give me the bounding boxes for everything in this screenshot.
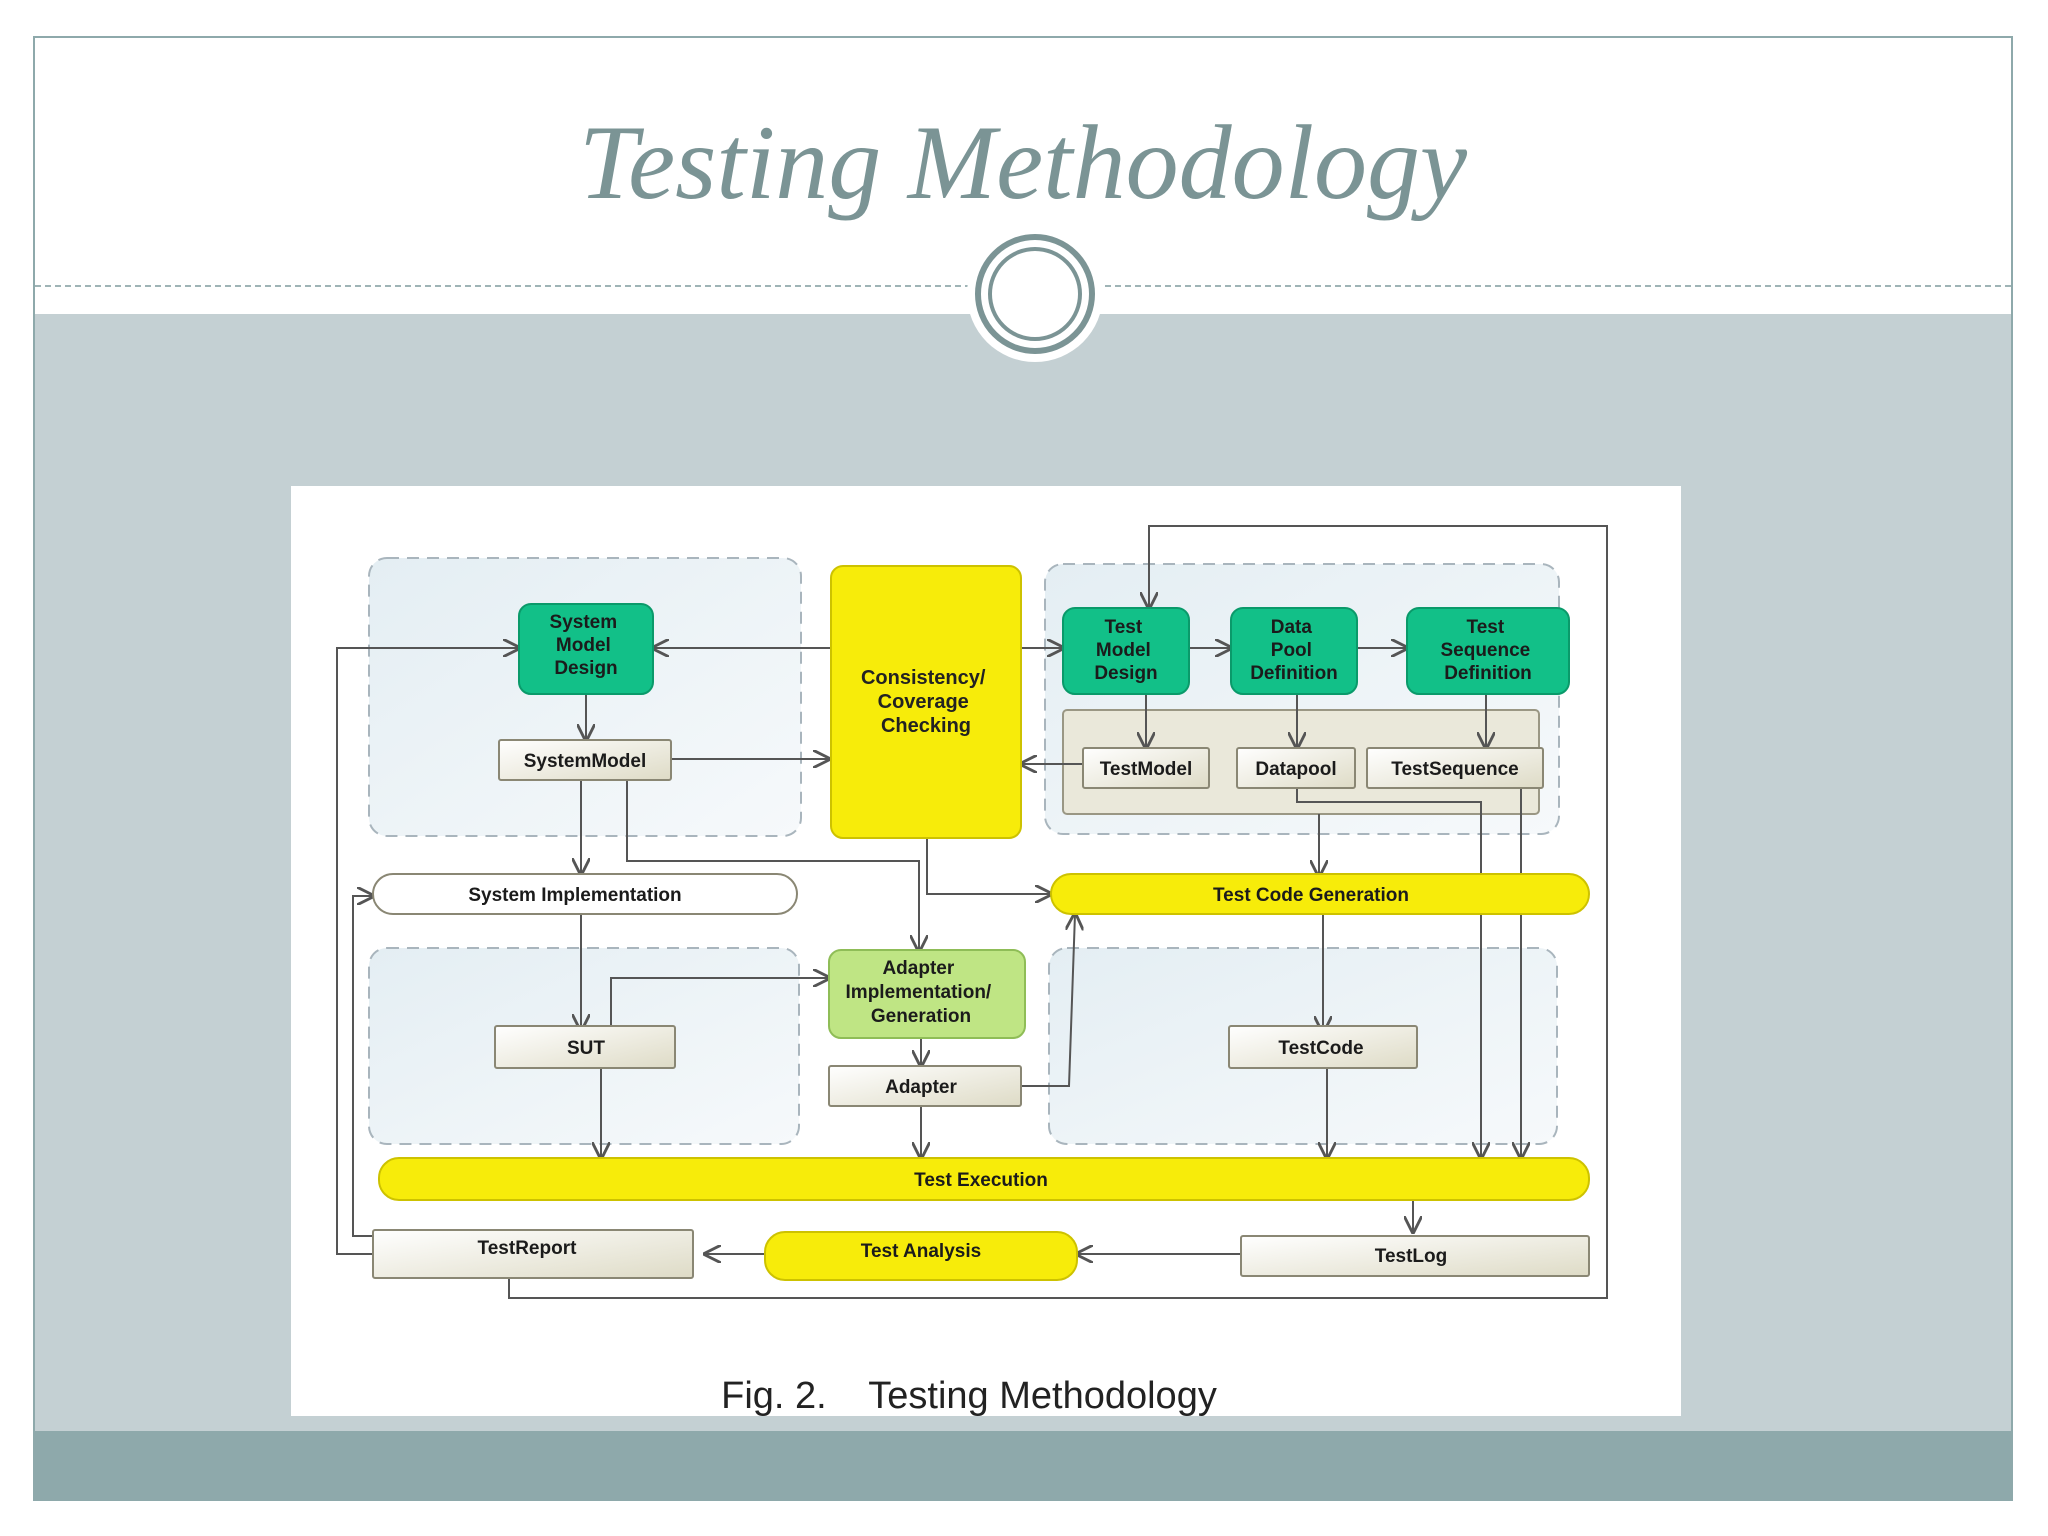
system-model-design-label: System Model Design — [550, 612, 623, 679]
edge-test-report-to-test-model-design — [508, 525, 1608, 1299]
sut-label: SUT — [567, 1038, 605, 1059]
system-implementation-box — [372, 873, 798, 915]
system-model-design-box — [518, 603, 654, 695]
test-code-generation-label: Test Code Generation — [1213, 885, 1409, 906]
data-pool-definition-box — [1230, 607, 1358, 695]
edge-test-report-to-system-implementation — [352, 896, 379, 1237]
test-model-label: TestModel — [1100, 759, 1193, 780]
test-sequence-definition-box — [1406, 607, 1570, 695]
slide-title: Testing Methodology — [578, 104, 1468, 221]
adapter-implementation-box — [828, 949, 1026, 1039]
test-analysis-label: Test Analysis — [861, 1241, 981, 1262]
system-model-artifact — [498, 739, 672, 781]
methodology-diagram: Consistency/ Coverage Checking System Mo… — [336, 525, 1608, 1417]
adapter-label: Adapter — [885, 1077, 957, 1098]
system-model-label: SystemModel — [524, 751, 646, 772]
circle-ornament-icon — [975, 234, 1095, 354]
datapool-label: Datapool — [1255, 759, 1336, 780]
sut-artifact — [494, 1025, 676, 1069]
test-code-artifact — [1228, 1025, 1418, 1069]
circle-ornament-inner — [988, 247, 1082, 341]
test-execution-box — [378, 1157, 1590, 1201]
adapter-artifact — [828, 1065, 1022, 1107]
data-pool-definition-label: Data Pool Definition — [1250, 617, 1338, 684]
edge-datapool-to-test-execution — [1296, 786, 1481, 1158]
edge-system-model-to-adapter-implementation — [626, 777, 919, 951]
edge-sut-to-adapter-implementation — [610, 978, 829, 1030]
test-model-design-box — [1062, 607, 1190, 695]
edge-test-report-to-system-model-design — [336, 648, 519, 1255]
test-sequence-label: TestSequence — [1391, 759, 1518, 780]
consistency-checking-box — [830, 565, 1022, 839]
test-code-generation-box — [1050, 873, 1590, 915]
figure-caption: Fig. 2. Testing Methodology — [721, 1375, 1217, 1416]
datapool-artifact — [1236, 747, 1356, 789]
test-analysis-box — [764, 1231, 1078, 1281]
methodology-figure: Consistency/ Coverage Checking System Mo… — [291, 486, 1681, 1417]
test-log-artifact — [1240, 1235, 1590, 1277]
edge-consistency-to-test-code-generation — [926, 834, 1051, 894]
consistency-checking-label: Consistency/ Coverage Checking — [861, 667, 991, 737]
test-model-artifact — [1082, 747, 1210, 789]
adapter-implementation-label: Adapter Implementation/ Generation — [846, 958, 997, 1027]
test-sequence-artifact — [1366, 747, 1544, 789]
test-report-label: TestReport — [478, 1238, 578, 1259]
slide-frame: Testing Methodology — [33, 36, 2013, 1501]
test-report-artifact — [372, 1229, 694, 1279]
test-log-label: TestLog — [1375, 1246, 1447, 1267]
test-code-label: TestCode — [1278, 1038, 1363, 1059]
test-model-design-label: Test Model Design — [1094, 617, 1157, 684]
footer-band — [35, 1431, 2011, 1501]
test-sequence-definition-label: Test Sequence Definition — [1440, 617, 1535, 684]
system-implementation-label: System Implementation — [468, 885, 681, 906]
test-execution-label: Test Execution — [914, 1170, 1048, 1191]
